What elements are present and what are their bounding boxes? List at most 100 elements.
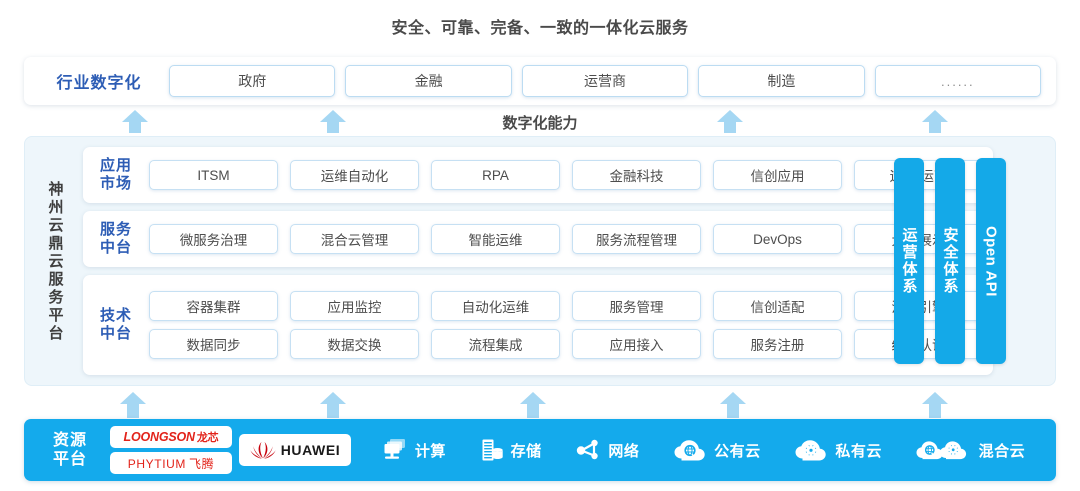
section-tech-midend: 技术 中台 容器集群 应用监控 自动化运维 服务管理 信创适配 流程引擎 数据同… (83, 275, 993, 375)
section-cells: 微服务治理 混合云管理 智能运维 服务流程管理 DevOps 大屏展示 (149, 224, 993, 254)
arrow-stem (527, 404, 539, 418)
section-label-line1: 服务 (99, 221, 132, 239)
section-label-tech-midend: 技术 中台 (83, 307, 149, 342)
cell-service-mgmt[interactable]: 服务管理 (572, 291, 701, 321)
huawei-wordmark: HUAWEI (280, 442, 341, 458)
arrow-head-icon (922, 110, 948, 122)
cell-row: ITSM 运维自动化 RPA 金融科技 信创应用 运维/运营 (149, 160, 983, 190)
up-arrow-3 (717, 110, 743, 133)
vbar-security-system[interactable]: 安全体系 (935, 158, 965, 364)
cell-app-monitoring[interactable]: 应用监控 (290, 291, 419, 321)
arrow-stem (724, 122, 736, 133)
cell-service-process-mgmt[interactable]: 服务流程管理 (572, 224, 701, 254)
section-label-app-market: 应用 市场 (83, 157, 149, 192)
phytium-cn: 飞腾 (189, 456, 215, 471)
resource-platform-label: 资源 平台 (36, 431, 104, 469)
platform-vertical-label: 神州云鼎云服务平台 (46, 181, 64, 343)
low-arrow-4 (720, 392, 746, 418)
low-arrow-2 (320, 392, 346, 418)
resource-item-label: 混合云 (978, 442, 1026, 460)
section-label-line2: 中台 (99, 325, 132, 342)
section-cells: 容器集群 应用监控 自动化运维 服务管理 信创适配 流程引擎 数据同步 数据交换… (149, 291, 993, 359)
arrow-head-icon (717, 110, 743, 122)
industry-item-operator[interactable]: 运营商 (521, 65, 689, 97)
section-cells: ITSM 运维自动化 RPA 金融科技 信创应用 运维/运营 (149, 160, 993, 190)
cell-row: 容器集群 应用监控 自动化运维 服务管理 信创适配 流程引擎 (149, 291, 983, 321)
resource-item-label: 计算 (414, 442, 446, 460)
cell-xinchuang-adaptation[interactable]: 信创适配 (713, 291, 842, 321)
industry-item-more[interactable]: ...... (874, 65, 1042, 97)
section-label-line2: 中台 (99, 239, 132, 256)
vbar-open-api[interactable]: Open API (976, 158, 1006, 364)
resource-item-private-cloud[interactable]: 私有云 (794, 438, 882, 462)
resource-item-storage[interactable]: 存储 (480, 438, 542, 462)
resource-item-public-cloud[interactable]: 公有云 (673, 438, 761, 462)
industry-item-manufacturing[interactable]: 制造 (698, 65, 865, 97)
arrow-stem (929, 404, 941, 418)
cell-devops[interactable]: DevOps (713, 224, 842, 254)
section-label-service-midend: 服务 中台 (83, 221, 149, 256)
huawei-petal-icon (250, 441, 276, 459)
cell-process-integration[interactable]: 流程集成 (431, 329, 560, 359)
hybrid-cloud-icon (916, 438, 972, 462)
section-label-line1: 应用 (99, 157, 132, 175)
compute-icon (382, 438, 408, 462)
cell-rpa[interactable]: RPA (431, 160, 560, 190)
up-arrow-2 (320, 110, 346, 133)
resource-item-compute[interactable]: 计算 (382, 438, 446, 462)
resource-items: 计算 (351, 438, 1056, 462)
cell-xinchuang-app[interactable]: 信创应用 (713, 160, 842, 190)
cell-data-sync[interactable]: 数据同步 (149, 329, 278, 359)
arrow-head-icon (122, 110, 148, 122)
up-arrow-1 (122, 110, 148, 133)
arrow-stem (929, 122, 941, 133)
section-label-line1: 技术 (99, 307, 132, 325)
cell-itsm[interactable]: ITSM (149, 160, 278, 190)
resource-label-line1: 资源 (52, 431, 87, 449)
arrow-stem (727, 404, 739, 418)
low-arrow-1 (120, 392, 146, 418)
industry-item-finance[interactable]: 金融 (345, 65, 512, 97)
loongson-cn: 龙芯 (196, 432, 219, 444)
resource-item-network[interactable]: 网络 (575, 438, 639, 462)
cell-automated-ops[interactable]: 自动化运维 (431, 291, 560, 321)
vendor-chip-huawei[interactable]: HUAWEI (239, 434, 351, 466)
storage-icon (480, 438, 504, 462)
industry-row-label: 行业数字化 (56, 75, 142, 92)
industry-item-government[interactable]: 政府 (169, 65, 336, 97)
vbar-operations-system[interactable]: 运营体系 (894, 158, 924, 364)
cell-container-cluster[interactable]: 容器集群 (149, 291, 278, 321)
arrow-head-icon (120, 392, 146, 404)
arrow-stem (129, 122, 141, 133)
resource-item-label: 公有云 (714, 442, 761, 460)
low-arrow-5 (922, 392, 948, 418)
resource-item-label: 存储 (510, 442, 542, 460)
cell-intelligent-ops[interactable]: 智能运维 (431, 224, 560, 254)
cell-fintech[interactable]: 金融科技 (572, 160, 701, 190)
arrow-stem (127, 404, 139, 418)
arrow-stem (327, 404, 339, 418)
arrow-head-icon (922, 392, 948, 404)
cell-microservice-governance[interactable]: 微服务治理 (149, 224, 278, 254)
resource-item-hybrid-cloud[interactable]: 混合云 (916, 438, 1026, 462)
arrow-head-icon (320, 392, 346, 404)
resource-item-label: 网络 (608, 442, 640, 460)
cell-app-access[interactable]: 应用接入 (572, 329, 701, 359)
cell-ops-automation[interactable]: 运维自动化 (290, 160, 419, 190)
cell-hybrid-cloud-mgmt[interactable]: 混合云管理 (290, 224, 419, 254)
resource-label-line2: 平台 (52, 451, 87, 468)
section-label-line2: 市场 (99, 175, 132, 192)
arrow-head-icon (720, 392, 746, 404)
cell-data-exchange[interactable]: 数据交换 (290, 329, 419, 359)
industry-row: 行业数字化 政府 金融 运营商 制造 ...... (24, 57, 1056, 105)
loongson-brand: LOONGSON (123, 430, 196, 444)
phytium-brand: PHYTIUM (127, 456, 186, 471)
cell-service-registry[interactable]: 服务注册 (713, 329, 842, 359)
digital-capability-caption: 数字化能力 (502, 115, 578, 132)
section-service-midend: 服务 中台 微服务治理 混合云管理 智能运维 服务流程管理 DevOps 大屏展… (83, 211, 993, 267)
